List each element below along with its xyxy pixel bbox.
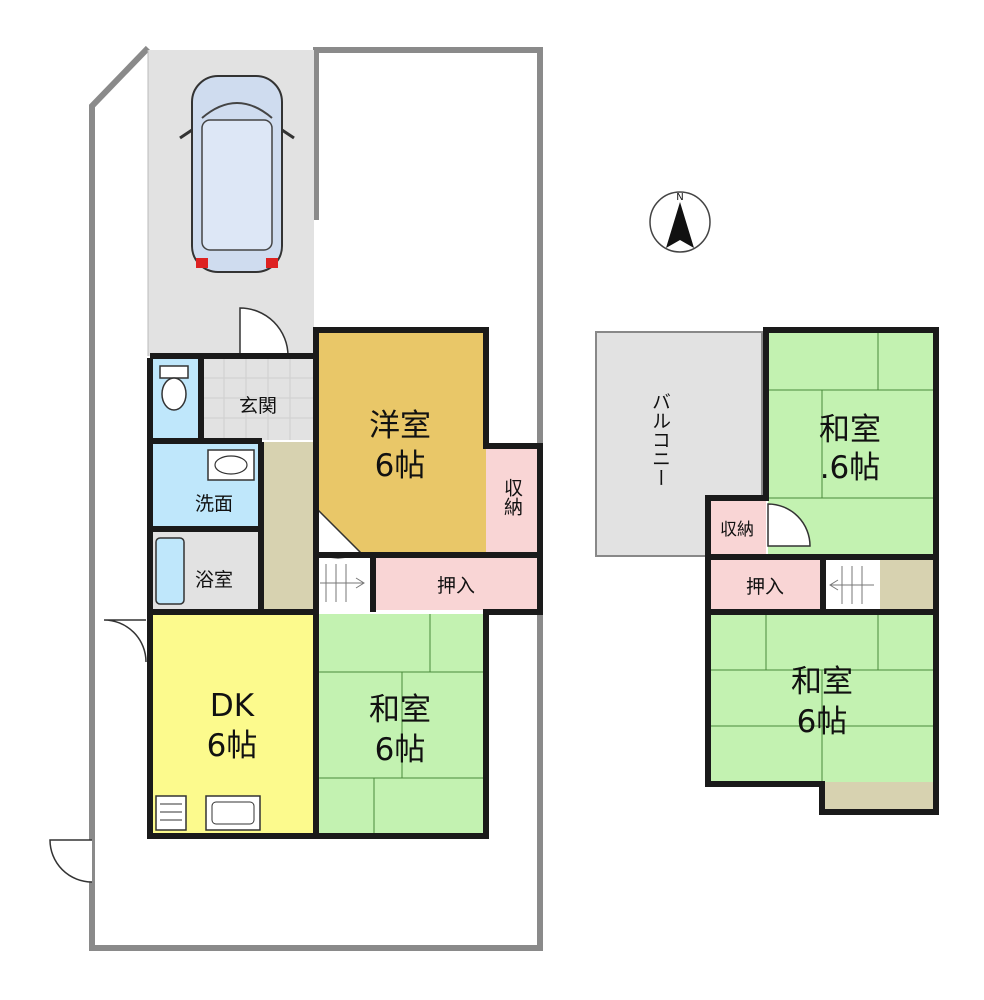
storage-2f [708, 500, 766, 554]
japanese-room-south [708, 614, 934, 782]
dk-size: 6帖 [207, 728, 258, 764]
tokonoma [822, 782, 934, 810]
japanese-room-1f-size: 6帖 [375, 732, 426, 768]
japanese-room-north-name: 和室 [819, 412, 881, 448]
kitchen-sink-icon [205, 795, 261, 831]
hall-2f [880, 560, 934, 610]
tatami-lines-1f [318, 614, 486, 834]
site-boundary [89, 45, 543, 951]
entrance-area [202, 358, 314, 440]
washroom-label: 洗面 [195, 493, 233, 515]
stove-icon [155, 795, 187, 831]
door-swings-1f [49, 307, 362, 883]
car-icon [179, 75, 295, 273]
entrance-label: 玄関 [239, 395, 277, 417]
japanese-room-1f-name: 和室 [369, 692, 431, 728]
walls-1f [147, 327, 543, 839]
japanese-room-south-size: 6帖 [797, 704, 848, 740]
storage-1f-label: 収納 [501, 478, 523, 516]
walls-2f [705, 327, 939, 815]
entrance-tiles [202, 358, 314, 440]
dk-name: DK [210, 688, 255, 724]
closet-1f-label: 押入 [437, 575, 475, 597]
wash-basin-icon [207, 449, 255, 481]
toilet-icon [159, 365, 189, 411]
closet-2f [708, 560, 822, 610]
hallway [262, 442, 314, 610]
closet-2f-label: 押入 [746, 576, 784, 598]
tatami-lines-2f [708, 332, 934, 782]
bathtub-icon [155, 537, 185, 605]
door-swing-2f [767, 503, 811, 547]
stairs-lines-1f [320, 564, 365, 602]
western-room-size: 6帖 [375, 448, 426, 484]
compass-north-label: N [676, 192, 683, 203]
western-room-name: 洋室 [369, 408, 431, 444]
japanese-room-north-size: .6帖 [820, 450, 881, 486]
compass-icon: N [649, 191, 711, 253]
storage-2f-label: 収納 [720, 520, 754, 540]
closet-1f [374, 556, 538, 610]
storage-1f [486, 446, 538, 554]
japanese-room-south-name: 和室 [791, 664, 853, 700]
western-room [316, 330, 486, 554]
bathroom-label: 浴室 [195, 569, 233, 591]
stairs-lines-2f [829, 566, 874, 604]
balcony-label: バルコニー [649, 392, 671, 487]
